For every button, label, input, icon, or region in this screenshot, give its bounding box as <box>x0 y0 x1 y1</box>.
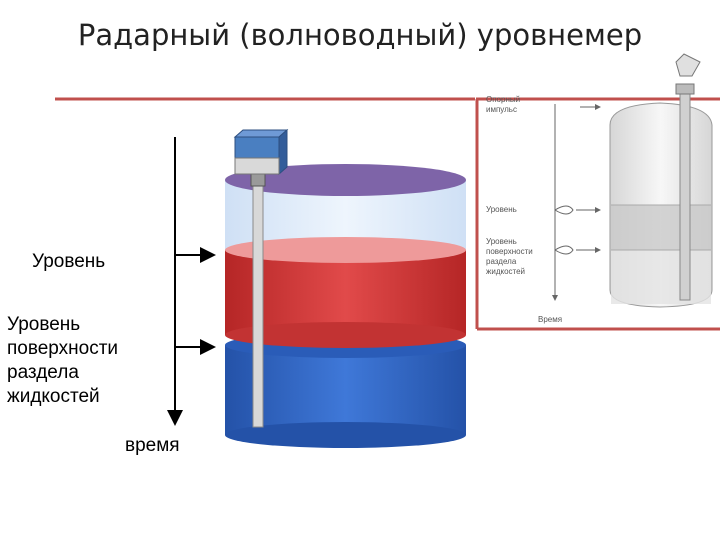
inset-level-pulse <box>554 206 600 214</box>
probe-rod <box>252 184 264 428</box>
main-tank <box>225 164 466 448</box>
inset-interface-label: Уровень поверхности раздела жидкостей <box>486 237 533 276</box>
sensor-head <box>233 128 289 176</box>
inset-reference-label: Опорный импульс <box>486 95 521 114</box>
inset-tank <box>609 53 713 308</box>
interface-level-label: Уровень поверхности раздела жидкостей <box>7 314 119 407</box>
inset-time-label: Время <box>538 315 563 324</box>
inset-frame <box>475 97 720 331</box>
level-label: Уровень <box>32 251 106 272</box>
slide-title: Радарный (волноводный) уровнемер <box>77 18 643 52</box>
time-label: время <box>125 435 180 456</box>
inset-interface-pulse <box>554 246 600 254</box>
inset-level-label: Уровень <box>486 205 517 214</box>
